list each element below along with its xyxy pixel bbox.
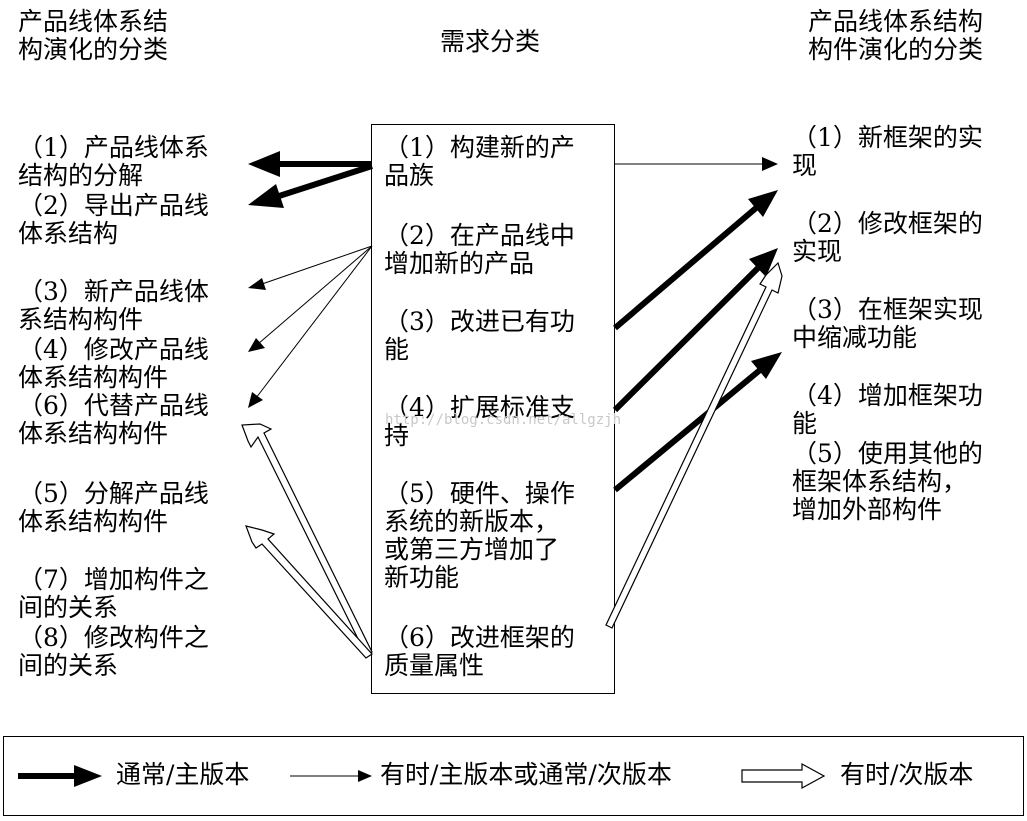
arrow-hollow-c6-l6: [241, 423, 373, 656]
center-item-3: （3）改进已有功 能: [384, 307, 575, 364]
legend-thin-label: 有时/主版本或通常/次版本: [380, 760, 672, 789]
legend-thick-arrow: [18, 765, 102, 787]
center-column-header: 需求分类: [440, 27, 541, 56]
left-item-8: （8）修改构件之 间的关系: [18, 623, 209, 680]
right-column-header: 产品线体系结构 构件演化的分类: [808, 7, 984, 64]
right-item-4: （4）增加框架功 能: [792, 381, 983, 438]
arrow-thick-c4-r2: [612, 248, 778, 413]
center-item-1: （1）构建新的产 品族: [384, 133, 575, 190]
center-item-6: （6）改进框架的 质量属性: [384, 623, 575, 680]
right-item-3: （3）在框架实现 中缩减功能: [792, 295, 983, 352]
arrow-thick-c3-r1: [613, 190, 778, 331]
legend-hollow-arrow: [741, 762, 826, 790]
center-item-2: （2）在产品线中 增加新的产品: [384, 221, 575, 278]
left-item-6: （6）代替产品线 体系结构构件: [18, 391, 209, 448]
left-column-header: 产品线体系结 构演化的分类: [18, 7, 169, 64]
arrow-thin-c2-l3: [248, 245, 373, 290]
arrow-hollow-c6-r2: [605, 261, 783, 629]
left-item-2: （2）导出产品线 体系结构: [18, 191, 209, 248]
right-item-5: （5）使用其他的 框架体系结构， 增加外部构件: [792, 439, 983, 524]
left-item-7: （7）增加构件之 间的关系: [18, 565, 209, 622]
right-item-2: （2）修改框架的 实现: [792, 209, 983, 266]
center-item-5: （5）硬件、操作 系统的新版本， 或第三方增加了 新功能: [384, 479, 575, 592]
watermark-text: http://blog.csdn.net/allgzjh: [385, 412, 622, 428]
arrow-thin-c2-l4: [248, 245, 373, 352]
left-item-3: （3）新产品线体 系结构构件: [18, 277, 209, 334]
arrow-thick-c1-l1: [248, 151, 372, 177]
left-item-1: （1）产品线体系 结构的分解: [18, 133, 209, 190]
right-item-1: （1）新框架的实 现: [792, 123, 983, 180]
center-item-4: （4）扩展标准支 持: [384, 393, 575, 450]
left-item-5: （5）分解产品线 体系结构构件: [18, 479, 209, 536]
arrow-hollow-c6-l5: [245, 525, 373, 659]
legend-thick-label: 通常/主版本: [116, 760, 250, 789]
arrow-thick-c5-r4: [613, 352, 782, 493]
legend-hollow-label: 有时/次版本: [840, 760, 974, 789]
legend-box: [3, 736, 1024, 816]
arrow-thin-c2-l6: [248, 245, 373, 408]
legend-thin-arrow: [290, 770, 372, 782]
arrow-thick-c1-l2: [248, 163, 373, 208]
left-item-4: （4）修改产品线 体系结构构件: [18, 335, 209, 392]
arrow-thin-c1-r1: [615, 157, 778, 171]
